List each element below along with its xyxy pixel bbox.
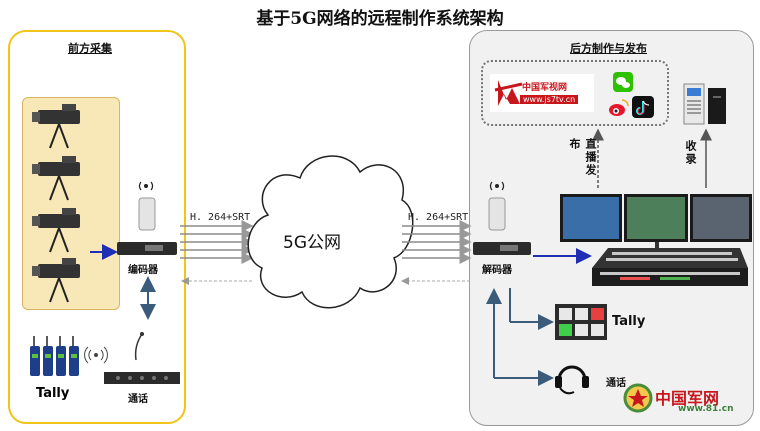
decoder-device-icon: [473, 242, 531, 255]
protocol-left-label: H. 264+SRT: [190, 212, 251, 223]
encoder-antenna-icon: [138, 181, 156, 231]
back-tally-label: Tally: [612, 314, 646, 329]
encoder-device-icon: [117, 242, 177, 255]
jstv-logo-icon: [490, 74, 594, 112]
front-panel-title: 前方采集: [68, 42, 112, 55]
cloud-label: 5G公网: [283, 233, 341, 253]
headset-icon: [555, 365, 589, 395]
81cn-emblem-icon: [623, 383, 653, 413]
decoder-label: 解码器: [482, 265, 512, 276]
watermark-name: 中国军网: [655, 389, 720, 408]
camera-2-icon: [32, 156, 80, 201]
protocol-right-label: H. 264+SRT: [408, 212, 469, 223]
encoder-label: 编码器: [128, 265, 158, 276]
douyin-icon: [632, 96, 654, 118]
production-switcher-icon: [560, 194, 752, 286]
diagram-title: 基于5G网络的远程制作系统架构: [256, 9, 504, 29]
back-tally-panel-icon: [555, 304, 607, 340]
back-intercom-label: 通话: [606, 378, 626, 389]
wechat-icon: [613, 72, 633, 92]
5g-cloud-shape: [247, 155, 414, 309]
encoder-to-cloud-streams: [180, 220, 254, 264]
front-tally-devices-icon: [30, 336, 79, 376]
live-publish-label: 直播发布: [568, 138, 597, 177]
jstv-name: 中国军视网: [522, 83, 568, 93]
camera-1-icon: [32, 104, 80, 149]
weibo-icon: [609, 99, 629, 116]
record-label: 收录: [684, 140, 697, 166]
front-wireless-icon: [84, 346, 108, 364]
camera-3-icon: [32, 208, 80, 253]
camera-4-icon: [32, 258, 80, 303]
watermark-url: www.81.cn: [678, 404, 734, 414]
back-panel-title: 后方制作与发布: [570, 42, 647, 55]
decoder-antenna-icon: [488, 181, 506, 231]
jstv-url: www.js7tv.cn: [520, 95, 579, 104]
front-intercom-label: 通话: [128, 394, 148, 405]
front-tally-label: Tally: [36, 386, 70, 401]
recorder-device-icon: [683, 83, 726, 125]
front-intercom-console-icon: [104, 332, 180, 384]
cloud-to-decoder-streams: [402, 220, 472, 264]
